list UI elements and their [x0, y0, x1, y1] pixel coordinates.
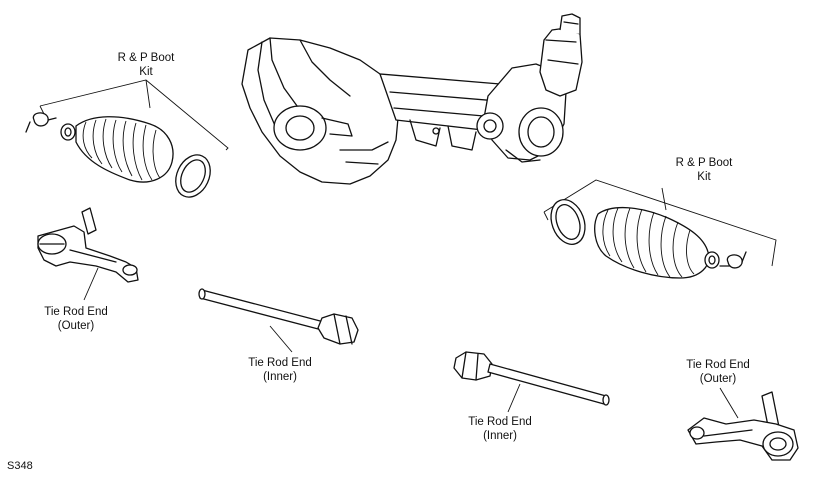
steering-rack-assembly [241, 13, 583, 185]
boot-clamp-left [32, 112, 49, 127]
leader-outer-left [83, 267, 99, 301]
boot-band-right [550, 199, 586, 245]
boot-kit-right-label-line2: Kit [697, 171, 711, 183]
inner-right-label-line2: (Inner) [483, 430, 517, 442]
leader-outer-right [719, 387, 739, 419]
inner-left-label-line2: (Inner) [263, 371, 297, 383]
outer-right-label-line1: Tie Rod End [686, 359, 750, 371]
leader-inner-left [269, 325, 293, 353]
outer-left-label-line1: Tie Rod End [44, 306, 108, 318]
tie-rod-end-inner-right-label: Tie Rod End (Inner) [446, 415, 554, 443]
outer-left-label-line2: (Outer) [57, 320, 95, 332]
leader-inner-right [507, 383, 521, 413]
boot-kit-right-label: R & P Boot Kit [664, 156, 744, 184]
inner-right-label-line1: Tie Rod End [468, 416, 532, 428]
boot-clamp-right [726, 254, 743, 269]
tie-rod-end-outer-left [37, 207, 139, 283]
tie-rod-end-outer-left-label: Tie Rod End (Outer) [22, 305, 130, 333]
boot-band-left [175, 154, 211, 198]
tie-rod-end-outer-right-label: Tie Rod End (Outer) [664, 358, 772, 386]
tie-rod-end-inner-right [453, 351, 610, 406]
tie-rod-end-inner-left [198, 288, 359, 345]
boot-kit-right-label-line1: R & P Boot [675, 157, 733, 169]
boot-kit-left-label: R & P Boot Kit [106, 51, 186, 79]
tie-rod-end-inner-left-label: Tie Rod End (Inner) [226, 356, 334, 384]
boot-kit-left-label-line2: Kit [139, 66, 153, 78]
outer-right-label-line2: (Outer) [699, 373, 737, 385]
boot-kit-left [25, 79, 229, 198]
boot-kit-right [543, 179, 777, 279]
inner-left-label-line1: Tie Rod End [248, 357, 312, 369]
boot-kit-left-label-line1: R & P Boot [117, 52, 175, 64]
diagram-code: S348 [7, 460, 33, 472]
tie-rod-end-outer-right [687, 391, 799, 461]
